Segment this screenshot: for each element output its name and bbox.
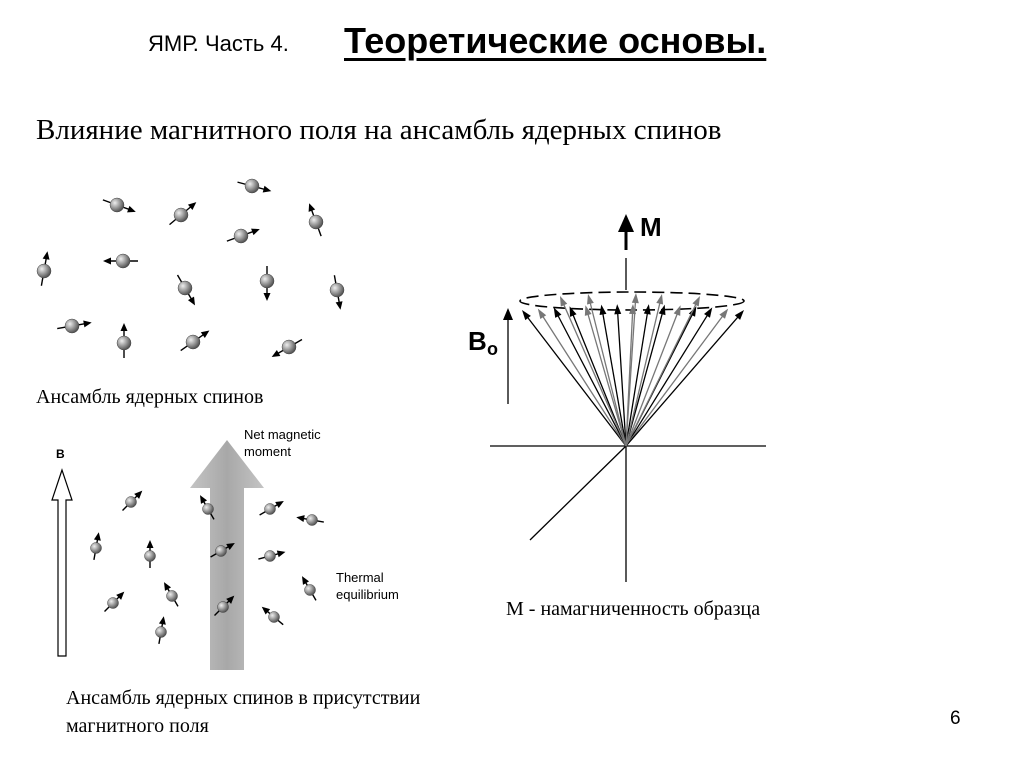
spin-icon (176, 274, 195, 306)
magnetization-label: M (640, 212, 662, 242)
spin-icon (155, 616, 167, 644)
cone-vector (556, 314, 627, 447)
random-ensemble-caption: Ансамбль ядерных спинов (36, 386, 264, 408)
spin-icon (259, 501, 284, 516)
cone-vector (625, 302, 698, 447)
page-number: 6 (950, 708, 961, 729)
cone-vector (526, 315, 627, 447)
spin-icon (90, 532, 102, 560)
cone-vector-head (719, 308, 729, 319)
spin-icon (116, 323, 132, 358)
spin-icon (144, 540, 156, 568)
spin-icon (308, 203, 324, 237)
spin-icon (258, 550, 286, 562)
cone-vector (602, 312, 627, 447)
cone-vector-head (643, 304, 651, 315)
cone-vector (571, 313, 627, 447)
spin-icon (261, 606, 284, 626)
cone-vectors (522, 293, 744, 447)
thermal-label-line1: Thermal (336, 570, 384, 585)
cone-vector (625, 314, 724, 447)
slide-title: Теоретические основы. (344, 20, 767, 61)
spin-icon (104, 591, 125, 612)
slide-subtitle: Влияние магнитного поля на ансамбль ядер… (36, 114, 722, 146)
cone-vector (541, 315, 627, 447)
cone-vector (625, 301, 661, 447)
field-ensemble-caption: Ансамбль ядерных спинов в присутствии ма… (66, 687, 421, 737)
cone-vector-head (569, 306, 577, 317)
net-moment-arrow-icon (190, 440, 264, 670)
cone-vector-head (537, 308, 547, 319)
spin-icon (122, 490, 143, 511)
spin-icon (169, 202, 197, 226)
spin-icon (36, 251, 52, 286)
net-moment-label-line2: moment (244, 444, 291, 459)
spin-icon (329, 275, 345, 310)
cone-vector (625, 312, 664, 447)
cone-vector (625, 313, 709, 447)
cone-vector-head (656, 294, 664, 305)
b0-label-subscript: o (487, 339, 498, 359)
header-prefix: ЯМР. Часть 4. (148, 31, 289, 56)
cone-vector-head (560, 296, 568, 307)
spin-icon (164, 582, 179, 607)
spin-icon (226, 228, 260, 244)
cone-vector-head (704, 307, 713, 318)
cone-vector (616, 312, 627, 447)
cone-vector-head (692, 296, 700, 307)
cone-vector (625, 300, 637, 447)
spin-icon (210, 543, 235, 558)
precession-cone-diagram (490, 214, 766, 582)
spin-icon (57, 318, 92, 334)
cone-vector-head (734, 310, 744, 320)
cone-vector-head (587, 294, 594, 305)
b0-label: B (468, 326, 487, 356)
cone-vector (562, 303, 627, 447)
net-moment-label-line1: Net magnetic (244, 427, 321, 442)
cone-vector-head (658, 304, 666, 316)
thermal-label-line2: equilibrium (336, 587, 399, 602)
cone-vector (625, 311, 649, 447)
spin-icon (180, 330, 210, 352)
cone-vector-head (673, 305, 681, 316)
cone-vector-head (614, 304, 622, 315)
cone-vector (625, 312, 679, 447)
field-label: B (56, 447, 65, 461)
spin-icon (296, 514, 324, 526)
spin-icon (102, 197, 136, 213)
random-spin-ensemble (36, 178, 345, 358)
cone-vector-head (584, 305, 592, 316)
field-arrow-icon (51, 468, 73, 657)
spin-icon (237, 178, 272, 194)
cone-vector (587, 312, 627, 447)
aligned-spin-ensemble (90, 490, 324, 644)
magnetization-caption: M - намагниченность образца (506, 598, 761, 620)
cone-vector-head (522, 310, 531, 321)
cone-vector (589, 301, 627, 447)
spin-icon (271, 338, 303, 357)
cone-vector-head (599, 304, 607, 316)
spin-icon (200, 495, 215, 520)
cone-vector-head (631, 293, 639, 304)
cone-vector (625, 315, 740, 447)
spin-icon (103, 253, 138, 269)
spin-icon (214, 595, 235, 616)
spin-icon (259, 266, 275, 301)
cone-vector-head (553, 307, 562, 318)
spin-icon (302, 576, 317, 601)
